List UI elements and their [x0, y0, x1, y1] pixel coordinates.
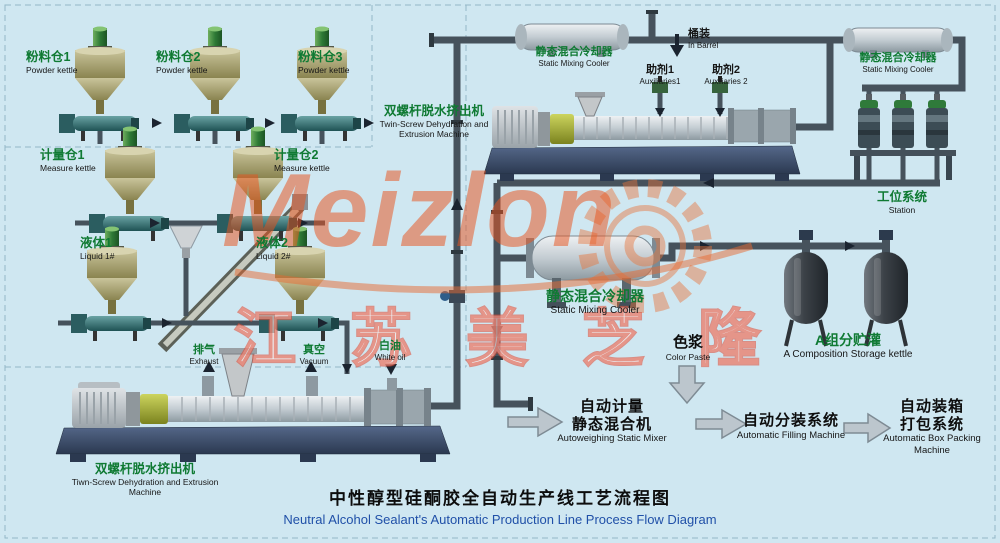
extruder-top: [483, 92, 801, 181]
static-mixing-cooler-top-left: [515, 23, 629, 57]
powder-kettle-3: [281, 26, 361, 141]
pipes-main: [58, 14, 966, 410]
diagram-title-zh: 中性醇型硅酮胶全自动生产线工艺流程图: [329, 489, 671, 508]
storage-kettle-1: [784, 230, 828, 347]
static-mixing-cooler-top-right: [843, 27, 953, 58]
diagram-title-en: Neutral Alcohol Sealant's Automatic Prod…: [283, 512, 717, 527]
color-paste-arrow: [668, 365, 706, 405]
process-step-arrows: [507, 365, 892, 444]
diagram-title: 中性醇型硅酮胶全自动生产线工艺流程图 Neutral Alcohol Seala…: [230, 484, 770, 527]
arrow-to-filling: [695, 408, 748, 440]
watermark-gear: [578, 179, 712, 313]
extruder-left: [55, 348, 451, 462]
storage-kettle-2: [864, 230, 908, 347]
arrow-to-packing: [843, 412, 892, 444]
powder-kettle-1: [59, 26, 139, 141]
valves-and-flanges: [429, 10, 728, 411]
measure-kettle-2: [217, 126, 297, 241]
powder-kettle-2: [174, 26, 254, 141]
liquid-kettle-1: [71, 226, 151, 341]
arrow-to-mixer: [507, 406, 564, 438]
collecting-funnel: [169, 225, 203, 258]
watermark-swoosh: [234, 242, 754, 294]
flow-arrows-small: [150, 34, 855, 375]
station-system: [850, 94, 956, 180]
